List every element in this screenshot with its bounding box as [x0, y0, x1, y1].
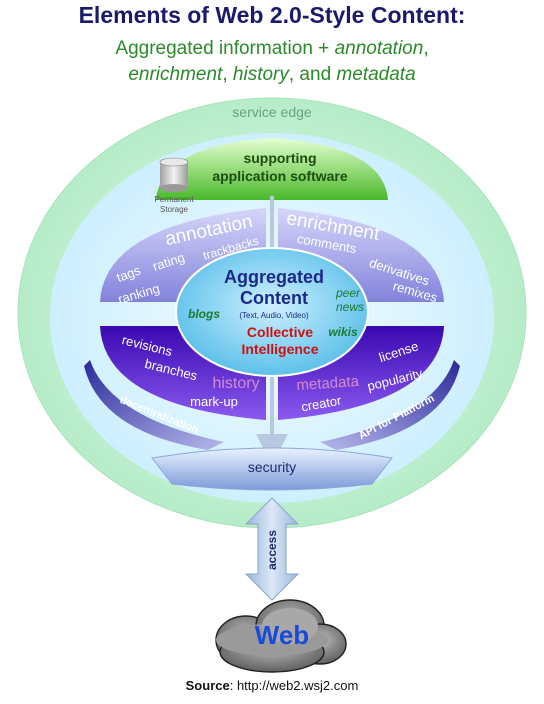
intelligence-label: Intelligence: [241, 341, 318, 357]
metadata-heading: metadata: [296, 373, 360, 394]
subtitle-line-2: enrichment, history, and metadata: [0, 64, 544, 86]
aggregated-content-circle: [175, 247, 369, 377]
subtitle-history: history: [232, 64, 289, 85]
supporting-software-band: [156, 138, 388, 200]
source-url: : http://web2.wsj2.com: [229, 678, 359, 693]
aggregated-title-line-1: Aggregated: [224, 267, 324, 287]
news-label: news: [336, 300, 364, 314]
access-label: access: [265, 530, 279, 570]
subtitle-enrichment: enrichment: [128, 64, 223, 85]
subtitle-metadata: metadata: [336, 64, 416, 85]
media-types-label: (Text, Audio, Video): [239, 311, 309, 320]
subtitle-sep-1: ,: [222, 64, 233, 85]
source-label: Source: [185, 678, 230, 693]
subtitle-prefix: Aggregated information +: [115, 38, 335, 59]
storage-label-line-2: Storage: [160, 205, 189, 214]
page-title: Elements of Web 2.0-Style Content:: [78, 2, 466, 28]
blogs-label: blogs: [188, 307, 220, 321]
collective-label: Collective: [247, 324, 313, 340]
history-heading: history: [212, 375, 259, 392]
source-caption: Source: http://web2.wsj2.com: [0, 678, 544, 693]
supporting-label-line-1: supporting: [243, 150, 316, 166]
aggregated-title-line-2: Content: [240, 288, 308, 308]
decentralization-band: [84, 360, 224, 450]
web-cloud-icon: [215, 599, 347, 673]
subtitle-comma: ,: [423, 38, 429, 59]
storage-icon: [159, 157, 189, 192]
subtitle-line-1: Aggregated information + annotation,: [0, 38, 544, 60]
subtitle-sep-2: , and: [288, 64, 337, 85]
storage-label-line-1: Permanent: [154, 195, 194, 204]
history-item-markup: mark-up: [190, 394, 238, 409]
api-platform-band: [320, 360, 460, 450]
wikis-label: wikis: [328, 325, 358, 339]
peer-label: peer: [335, 286, 361, 300]
subtitle-annotation: annotation: [334, 38, 424, 59]
web-label: Web: [255, 620, 309, 650]
access-arrow: [244, 497, 300, 601]
supporting-label-line-2: application software: [212, 168, 348, 184]
security-label: security: [248, 459, 296, 475]
metadata-item-creator: creator: [300, 393, 343, 415]
service-edge-label: service edge: [232, 104, 312, 120]
security-band: [151, 447, 393, 491]
